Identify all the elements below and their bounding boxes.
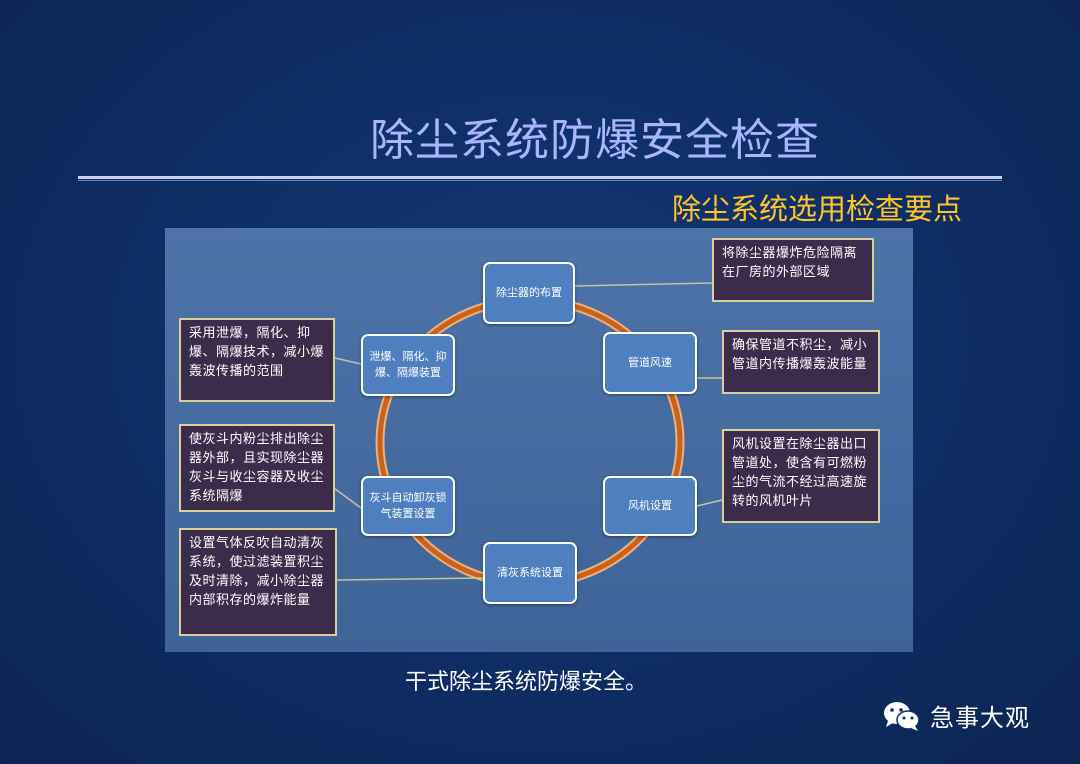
brand-watermark: 急事大观 — [882, 698, 1030, 733]
connector-4 — [336, 577, 484, 581]
wechat-icon — [884, 701, 920, 731]
node-dust-collector-layout: 除尘器的布置 — [483, 262, 575, 324]
node-duct-velocity: 管道风速 — [603, 332, 697, 394]
diagram-panel: 除尘器的布置 管道风速 风机设置 清灰系统设置 灰斗自动卸灰锁气装置设置 泄爆、… — [165, 228, 913, 652]
connector-1 — [574, 282, 713, 287]
note-fan-position: 风机设置在除尘器出口管道处，使含有可燃粉尘的气流不经过高速旋转的风机叶片 — [722, 429, 880, 523]
connector-3 — [696, 499, 723, 507]
slide-title: 除尘系统防爆安全检查 — [370, 115, 820, 166]
node-hopper-airlock: 灰斗自动卸灰锁气装置设置 — [361, 476, 455, 536]
title-divider — [78, 176, 1002, 179]
slide-subtitle: 除尘系统选用检查要点 — [672, 192, 963, 226]
node-explosion-venting: 泄爆、隔化、抑爆、隔爆装置 — [361, 334, 455, 396]
title-divider-shadow — [78, 180, 1002, 181]
note-venting-technology: 采用泄爆，隔化、抑爆、隔爆技术，减小爆轰波传播的范围 — [179, 318, 335, 402]
note-pulse-cleaning: 设置气体反吹自动清灰系统，使过滤装置积尘及时清除，减小除尘器内部积存的爆炸能量 — [179, 528, 337, 636]
node-ash-cleaning: 清灰系统设置 — [483, 542, 577, 604]
note-hopper-discharge: 使灰斗内粉尘排出除尘器外部，且实现除尘器灰斗与收尘容器及收尘系统隔爆 — [179, 424, 335, 512]
node-fan-setup: 风机设置 — [603, 476, 697, 536]
note-collector-isolation: 将除尘器爆炸危险隔离在厂房的外部区域 — [712, 238, 874, 302]
connector-6 — [334, 357, 362, 365]
brand-name: 急事大观 — [930, 704, 1030, 732]
diagram-caption: 干式除尘系统防爆安全。 — [405, 670, 648, 695]
note-duct-dust: 确保管道不积尘，减小管道内传播爆轰波能量 — [722, 330, 880, 394]
